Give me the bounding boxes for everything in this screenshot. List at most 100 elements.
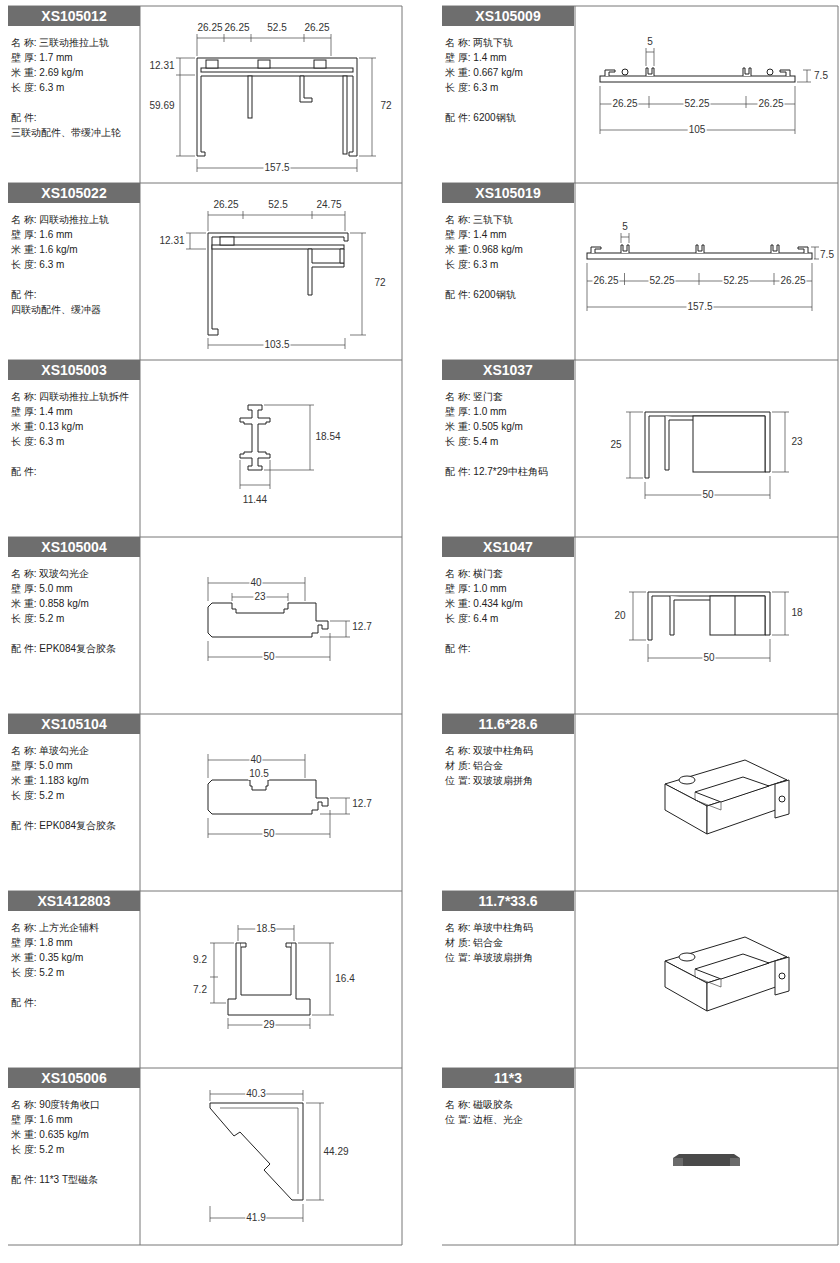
spec-line: 壁 厚: 1.4 mm (445, 51, 507, 64)
dimension-value: 59.69 (148, 100, 175, 112)
dimension-value: 26.25 (779, 275, 806, 287)
spec-line: 名 称: 三联动推拉上轨 (11, 36, 109, 49)
model-code: XS1412803 (8, 891, 140, 911)
dimension-value: 105 (688, 124, 707, 136)
dimension-value: 18.54 (314, 431, 341, 443)
model-header: XS105004 (8, 537, 140, 557)
model-header: XS105003 (8, 360, 140, 380)
model-header: XS105104 (8, 714, 140, 734)
profile-section (208, 754, 350, 838)
spec-line: 米 重: 0.968 kg/m (445, 243, 523, 256)
dimension-value: 40.3 (245, 1088, 266, 1100)
model-code: XS105009 (442, 6, 574, 26)
spec-line: 材 质: 铝合金 (445, 759, 503, 772)
spec-line: 米 重: 0.434 kg/m (445, 597, 523, 610)
spec-line: 米 重: 0.858 kg/m (11, 597, 89, 610)
spec-line: 长 度: 5.4 m (445, 435, 498, 448)
spec-line: 配 件: 6200钢轨 (445, 288, 516, 301)
model-header: XS105022 (8, 183, 140, 203)
spec-line: 长 度: 6.3 m (11, 258, 64, 271)
dimension-value: 9.2 (192, 954, 208, 966)
model-header: 11.7*33.6 (442, 891, 574, 911)
dimension-value: 26.25 (611, 98, 638, 110)
dimension-value: 26.25 (223, 22, 250, 34)
spec-line: 米 重: 0.667 kg/m (445, 66, 523, 79)
spec-line: 配 件: (445, 642, 471, 655)
spec-line: 配 件: (11, 465, 37, 478)
dimension-value: 26.25 (303, 22, 330, 34)
dimension-value: 10.5 (248, 768, 269, 780)
model-header: XS1047 (442, 537, 574, 557)
model-code: 11.7*33.6 (442, 891, 574, 911)
dimension-value: 5 (621, 221, 629, 233)
spec-line: 三联动配件、带缓冲上轮 (11, 126, 121, 139)
dimension-value: 12.7 (351, 798, 372, 810)
spec-line: 名 称: 竖门套 (445, 390, 503, 403)
model-header: 11*3 (442, 1068, 574, 1088)
model-code: 11*3 (442, 1068, 574, 1088)
model-code: XS105022 (8, 183, 140, 203)
spec-line: 壁 厚: 1.8 mm (11, 936, 73, 949)
spec-line: 名 称: 四联动推拉上轨拆件 (11, 390, 129, 403)
model-code: XS1037 (442, 360, 574, 380)
spec-line: 材 质: 铝合金 (445, 936, 503, 949)
dimension-value: 41.9 (245, 1212, 266, 1224)
dimension-value: 18.5 (255, 923, 276, 935)
profile-section (176, 34, 376, 172)
dimension-value: 40 (249, 754, 262, 766)
model-code: XS105006 (8, 1068, 140, 1088)
magnetic-strip-illustration (673, 1154, 740, 1166)
profile-section (240, 405, 314, 489)
dimension-value: 7.5 (819, 249, 835, 261)
dimension-value: 12.31 (148, 60, 175, 72)
model-header: XS105019 (442, 183, 574, 203)
model-code: XS105019 (442, 183, 574, 203)
dimension-value: 5 (646, 36, 654, 48)
model-header: XS1412803 (8, 891, 140, 911)
spec-line: 米 重: 1.183 kg/m (11, 774, 89, 787)
dimension-value: 52.5 (266, 22, 287, 34)
dimension-value: 50 (701, 489, 714, 501)
model-code: XS105003 (8, 360, 140, 380)
dimension-value: 25 (609, 439, 622, 451)
spec-line: 壁 厚: 1.4 mm (445, 228, 507, 241)
dimension-value: 52.5 (267, 199, 288, 211)
spec-line: 配 件: EPK084复合胶条 (11, 642, 116, 655)
dimension-value: 157.5 (263, 162, 290, 174)
model-code: XS105104 (8, 714, 140, 734)
spec-line: 壁 厚: 1.0 mm (445, 405, 507, 418)
spec-line: 长 度: 6.3 m (445, 258, 498, 271)
spec-line: 壁 厚: 1.6 mm (11, 1113, 73, 1126)
spec-line: 长 度: 5.2 m (11, 612, 64, 625)
dimension-value: 26.25 (196, 22, 223, 34)
model-code: XS1047 (442, 537, 574, 557)
dimension-value: 50 (702, 652, 715, 664)
dimension-value: 29 (262, 1019, 275, 1031)
dimension-value: 26.25 (212, 199, 239, 211)
profile-section (587, 233, 819, 311)
dimension-value: 44.29 (322, 1146, 349, 1158)
corner-bracket-illustration (665, 760, 789, 834)
dimension-value: 52.25 (648, 275, 675, 287)
spec-line: 米 重: 0.635 kg/m (11, 1128, 89, 1141)
spec-line: 位 置: 边框、光企 (445, 1113, 523, 1126)
spec-line: 名 称: 三轨下轨 (445, 213, 513, 226)
dimension-value: 50 (262, 828, 275, 840)
model-code: XS105012 (8, 6, 140, 26)
spec-line: 壁 厚: 5.0 mm (11, 582, 73, 595)
spec-line: 名 称: 单玻中柱角码 (445, 921, 533, 934)
profile-section (186, 211, 366, 349)
corner-bracket-illustration (665, 937, 789, 1011)
profile-section (210, 1090, 324, 1222)
spec-line: 名 称: 单玻勾光企 (11, 744, 89, 757)
spec-line: 长 度: 5.2 m (11, 966, 64, 979)
model-header: XS1037 (442, 360, 574, 380)
dimension-value: 52.25 (683, 98, 710, 110)
dimension-value: 7.5 (813, 70, 829, 82)
model-header: 11.6*28.6 (442, 714, 574, 734)
spec-line: 名 称: 双玻勾光企 (11, 567, 89, 580)
spec-line: 长 度: 6.3 m (11, 81, 64, 94)
dimension-value: 72 (379, 100, 392, 112)
spec-line: 配 件: EPK084复合胶条 (11, 819, 116, 832)
spec-line: 壁 厚: 1.0 mm (445, 582, 507, 595)
